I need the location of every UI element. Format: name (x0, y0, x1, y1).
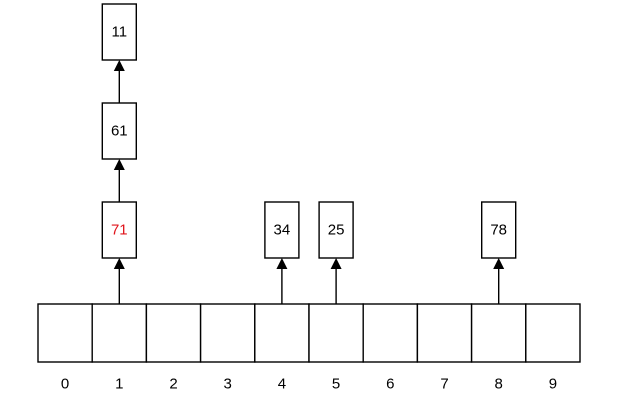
bucket-cell-3 (199, 303, 256, 363)
bucket-cell-8 (470, 303, 527, 363)
index-labels: 0 1 2 3 4 5 6 7 8 9 (61, 376, 557, 393)
pointer-arrow-1-0 (113, 258, 125, 304)
bucket-cell-4 (254, 303, 310, 363)
bucket-cell-7 (416, 303, 473, 363)
bucket-cell-9 (525, 303, 581, 363)
arrowhead-icon (113, 258, 125, 269)
chain-node-value-61: 61 (111, 123, 128, 140)
pointer-arrow-1-2 (113, 60, 125, 103)
chain-node-value-71: 71 (111, 222, 128, 239)
arrowhead-icon (493, 258, 505, 269)
bucket-cell-0 (37, 303, 93, 363)
pointer-arrows (113, 60, 505, 304)
chain-nodes: 71 61 11 34 25 78 (101, 3, 517, 259)
index-label-4: 4 (278, 376, 286, 393)
arrowhead-icon (113, 159, 125, 170)
chain-node-box-34 (264, 201, 300, 259)
index-label-6: 6 (386, 376, 394, 393)
index-label-0: 0 (61, 376, 69, 393)
arrowhead-icon (330, 258, 342, 269)
chain-node-box-78 (481, 201, 517, 259)
chain-node-value-78: 78 (490, 222, 507, 239)
index-label-3: 3 (224, 376, 232, 393)
index-label-7: 7 (440, 376, 448, 393)
arrowhead-icon (276, 258, 288, 269)
pointer-arrow-8-0 (493, 258, 505, 304)
index-label-8: 8 (495, 376, 503, 393)
pointer-arrow-1-1 (113, 159, 125, 202)
index-label-9: 9 (549, 376, 557, 393)
bucket-array (37, 303, 581, 363)
bucket-cell-2 (145, 303, 202, 363)
bucket-cell-1 (91, 303, 148, 363)
bucket-cell-5 (308, 303, 364, 363)
arrowhead-icon (113, 60, 125, 71)
chain-node-value-34: 34 (274, 222, 291, 239)
bucket-cell-6 (362, 303, 419, 363)
chain-node-box-71 (101, 201, 138, 259)
index-label-5: 5 (332, 376, 340, 393)
chain-node-box-25 (318, 201, 354, 259)
index-label-1: 1 (115, 376, 123, 393)
index-label-2: 2 (169, 376, 177, 393)
chain-node-value-11: 11 (112, 24, 128, 41)
pointer-arrow-4-0 (276, 258, 288, 304)
pointer-arrow-5-0 (330, 258, 342, 304)
chain-node-value-25: 25 (328, 222, 345, 239)
chain-node-box-61 (101, 102, 138, 160)
chain-node-box-11 (101, 3, 138, 61)
